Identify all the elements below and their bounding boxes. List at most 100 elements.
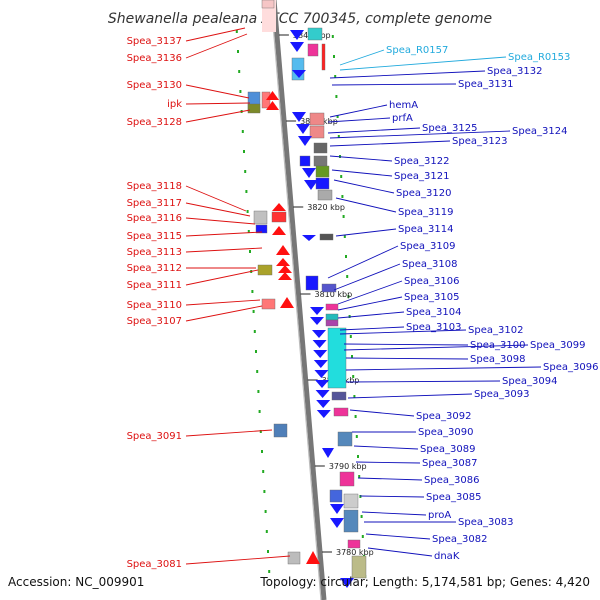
gene-box	[255, 224, 268, 234]
accession-text: Accession: NC_009901	[8, 575, 144, 589]
tick-dot	[267, 550, 269, 553]
right-leader-line	[361, 511, 427, 516]
gene-box	[313, 142, 328, 154]
right-leader-line	[333, 179, 395, 194]
left-leader-line	[185, 217, 256, 225]
right-label-spea-3109: Spea_3109	[400, 241, 455, 252]
reverse-arrow	[313, 360, 328, 368]
right-label-spea-3121: Spea_3121	[394, 171, 449, 182]
right-label-spea-3085: Spea_3085	[426, 492, 481, 503]
reverse-arrow	[316, 410, 331, 418]
right-leader-line	[347, 393, 473, 399]
left-label-ipk: ipk	[167, 99, 182, 110]
reverse-arrow	[316, 400, 331, 408]
tick-dot	[261, 450, 263, 453]
reverse-arrow	[292, 112, 306, 122]
tick-dot	[256, 370, 259, 373]
right-label-spea-r0157: Spea_R0157	[386, 45, 448, 56]
tick-dot	[259, 430, 262, 433]
left-leader-line	[185, 305, 263, 322]
tick-dot	[255, 350, 257, 353]
genome-axis-line	[271, 0, 327, 600]
left-leader-line	[185, 269, 259, 286]
kbp-label: 3810 kbp	[315, 290, 353, 299]
gene-box	[307, 43, 319, 57]
left-label-3112: Spea_3112	[127, 263, 182, 274]
tick-dot	[237, 50, 239, 53]
right-leader-line	[345, 366, 542, 371]
right-leader-line	[345, 380, 501, 383]
right-label-proa: proA	[428, 510, 451, 521]
right-label-spea-3087: Spea_3087	[422, 458, 477, 469]
forward-arrow	[272, 203, 286, 211]
left-label-3107: Spea_3107	[127, 316, 182, 327]
left-leader-line	[185, 102, 251, 105]
reverse-arrow	[314, 370, 329, 378]
left-label-3113: Spea_3113	[127, 247, 182, 258]
reverse-arrow	[315, 390, 330, 398]
gene-box	[329, 489, 343, 503]
right-label-spea-3124: Spea_3124	[512, 126, 567, 137]
tick-dot	[239, 90, 242, 93]
right-label-spea-3131: Spea_3131	[458, 79, 513, 90]
right-leader-line	[331, 83, 457, 86]
gene-box	[347, 539, 361, 549]
right-leader-line	[331, 169, 393, 177]
right-leader-line	[339, 329, 467, 335]
right-leader-line	[339, 49, 385, 66]
tick-dot	[337, 135, 340, 138]
forward-arrow	[278, 272, 292, 280]
tick-dot	[245, 190, 248, 193]
right-label-spea-3106: Spea_3106	[404, 276, 459, 287]
left-leader-line	[185, 84, 250, 99]
gene-box	[305, 275, 319, 291]
right-leader-line	[339, 326, 405, 331]
gene-box	[343, 493, 359, 509]
gene-box	[339, 471, 355, 487]
reverse-arrow	[302, 168, 316, 178]
gene-box	[325, 319, 339, 327]
tick-dot	[253, 330, 256, 333]
left-label-3128: Spea_3128	[127, 117, 182, 128]
gene-box	[307, 27, 323, 41]
tick-dot	[263, 490, 266, 493]
right-leader-line	[337, 311, 405, 319]
tick-dot	[258, 410, 261, 413]
tick-dot	[343, 235, 346, 238]
tick-dot	[243, 150, 245, 153]
right-label-spea-3094: Spea_3094	[502, 376, 557, 387]
right-leader-line	[329, 104, 388, 118]
forward-arrow	[266, 101, 279, 110]
tick-dot	[351, 355, 353, 358]
tick-dot	[247, 230, 250, 233]
right-label-spea-3104: Spea_3104	[406, 307, 461, 318]
right-leader-line	[329, 155, 393, 162]
gene-box	[271, 211, 287, 223]
reverse-arrow	[302, 235, 316, 241]
right-leader-line	[327, 245, 399, 279]
right-gene-labels: Spea_R0157Spea_R0153Spea_3132Spea_3131he…	[386, 45, 598, 562]
right-label-spea-3089: Spea_3089	[420, 444, 475, 455]
right-label-spea-3086: Spea_3086	[424, 475, 479, 486]
left-leader-line	[185, 555, 291, 565]
left-leader-line	[185, 185, 247, 212]
left-gene-labels: Spea_3137Spea_3136Spea_3130ipkSpea_3128S…	[127, 36, 183, 570]
gene-box	[315, 165, 330, 178]
right-label-spea-3108: Spea_3108	[402, 259, 457, 270]
right-leader-line	[335, 228, 397, 237]
right-label-dnak: dnaK	[434, 551, 460, 562]
left-label-3137: Spea_3137	[127, 36, 182, 47]
right-leader-line	[353, 445, 419, 450]
reverse-arrow	[312, 330, 326, 338]
gene-box	[333, 407, 349, 417]
right-leader-line	[343, 344, 529, 351]
left-label-3118: Spea_3118	[127, 181, 182, 192]
forward-arrow	[306, 551, 320, 564]
tick-dot	[262, 470, 265, 473]
tick-dot	[345, 255, 347, 258]
tick-dot	[342, 215, 345, 218]
right-leader-line	[329, 140, 451, 147]
reverse-arrow	[304, 180, 318, 190]
right-label-spea-3114: Spea_3114	[398, 224, 453, 235]
